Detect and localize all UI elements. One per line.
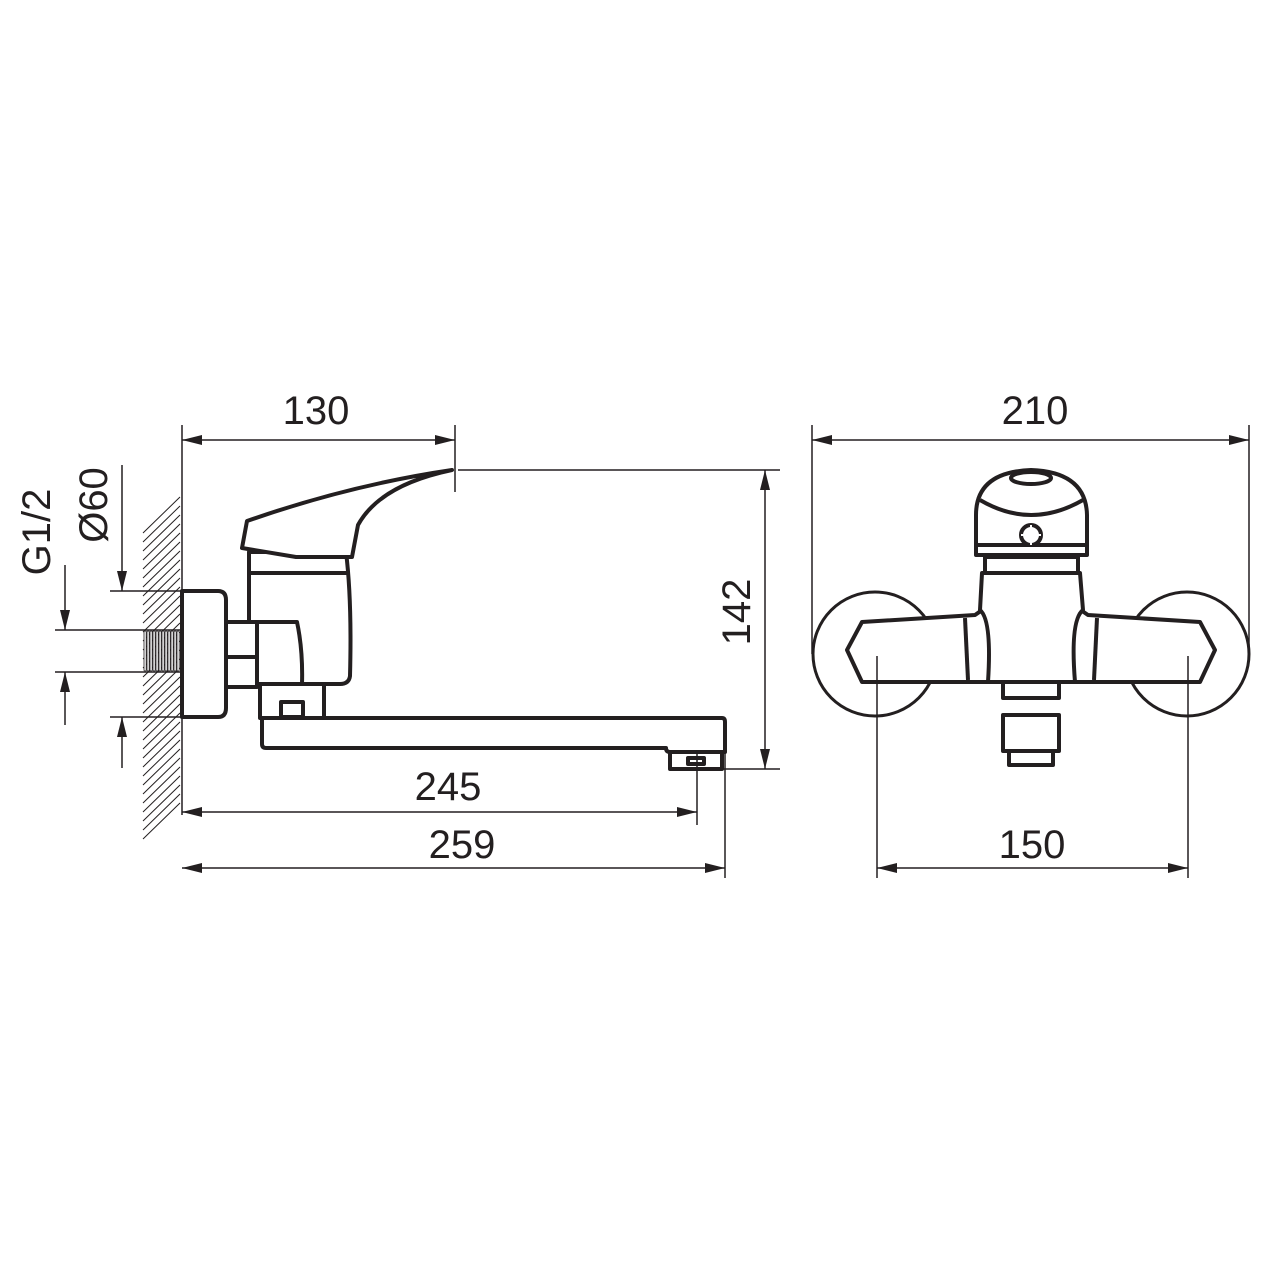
dimension-label-150: 150 bbox=[999, 823, 1066, 867]
hatch-line bbox=[142, 757, 181, 795]
thread-ridge bbox=[155, 630, 159, 672]
hatch-line bbox=[142, 676, 181, 714]
hatch-line bbox=[142, 685, 181, 723]
outlet-end bbox=[1007, 749, 1055, 767]
lever-handle bbox=[240, 468, 454, 559]
hatch-line bbox=[142, 775, 181, 813]
thread-ridge bbox=[161, 630, 165, 672]
arm-joint-right bbox=[1092, 617, 1099, 681]
dimension-label-diameter: Ø60 bbox=[72, 467, 116, 543]
body-front-piece bbox=[255, 620, 305, 686]
hatch-line bbox=[142, 667, 181, 705]
spout bbox=[260, 716, 727, 754]
thread-ridge bbox=[158, 630, 162, 672]
hatch-line bbox=[142, 559, 181, 597]
hatch-line bbox=[142, 784, 181, 822]
thread-ridge bbox=[167, 630, 171, 672]
hatch-line bbox=[142, 496, 181, 534]
hatch-line bbox=[142, 577, 181, 615]
thread-ridge bbox=[164, 630, 168, 672]
thread-ridge bbox=[146, 630, 150, 672]
dimension-label-210: 210 bbox=[1002, 389, 1069, 433]
thread-ridge bbox=[149, 630, 153, 672]
body-collar bbox=[983, 555, 1080, 575]
side-view: 130 142 245 259 G1/2 Ø60 bbox=[15, 389, 780, 878]
hatch-line bbox=[142, 568, 181, 606]
wall-flange bbox=[180, 589, 228, 719]
hatch-line bbox=[142, 730, 181, 768]
thread-ridge bbox=[152, 630, 156, 672]
front-view: 210 150 bbox=[811, 389, 1251, 878]
dimension-label-142: 142 bbox=[715, 579, 759, 646]
dimension-label-245: 245 bbox=[415, 765, 482, 809]
aerator-slot bbox=[686, 756, 706, 766]
hatch-line bbox=[142, 505, 181, 543]
dimension-label-259: 259 bbox=[429, 823, 496, 867]
hatch-line bbox=[142, 595, 181, 633]
hatch-line bbox=[142, 586, 181, 624]
dimension-label-thread: G1/2 bbox=[15, 489, 59, 576]
handle-contour bbox=[978, 498, 1084, 517]
hatch-line bbox=[142, 514, 181, 552]
hatch-line bbox=[142, 703, 181, 741]
handle-top-ellipse bbox=[1009, 470, 1053, 486]
hatch-line bbox=[142, 532, 181, 570]
arm-joint-left bbox=[963, 617, 970, 681]
hatch-line bbox=[142, 694, 181, 732]
dimension-label-130: 130 bbox=[283, 389, 350, 433]
hatch-line bbox=[142, 748, 181, 786]
hatch-line bbox=[142, 802, 181, 840]
hatch-line bbox=[142, 739, 181, 777]
swivel-tab bbox=[279, 700, 305, 719]
hatch-line bbox=[142, 721, 181, 759]
hatch-line bbox=[142, 523, 181, 561]
outlet-neck bbox=[1001, 680, 1061, 700]
thread-ridge bbox=[176, 630, 180, 672]
hatch-line bbox=[142, 712, 181, 750]
hatch-line bbox=[142, 766, 181, 804]
thread-connector bbox=[143, 630, 180, 672]
outlet-connector bbox=[1001, 713, 1061, 753]
thread-ridge bbox=[143, 630, 147, 672]
hatch-line bbox=[142, 550, 181, 588]
hex-nut bbox=[224, 620, 259, 689]
screw-icon bbox=[1019, 523, 1043, 547]
hatch-line bbox=[142, 541, 181, 579]
hatch-line bbox=[142, 793, 181, 831]
mixer-body-front bbox=[978, 571, 1085, 684]
thread-ridge bbox=[170, 630, 174, 672]
thread-ridge bbox=[173, 630, 177, 672]
